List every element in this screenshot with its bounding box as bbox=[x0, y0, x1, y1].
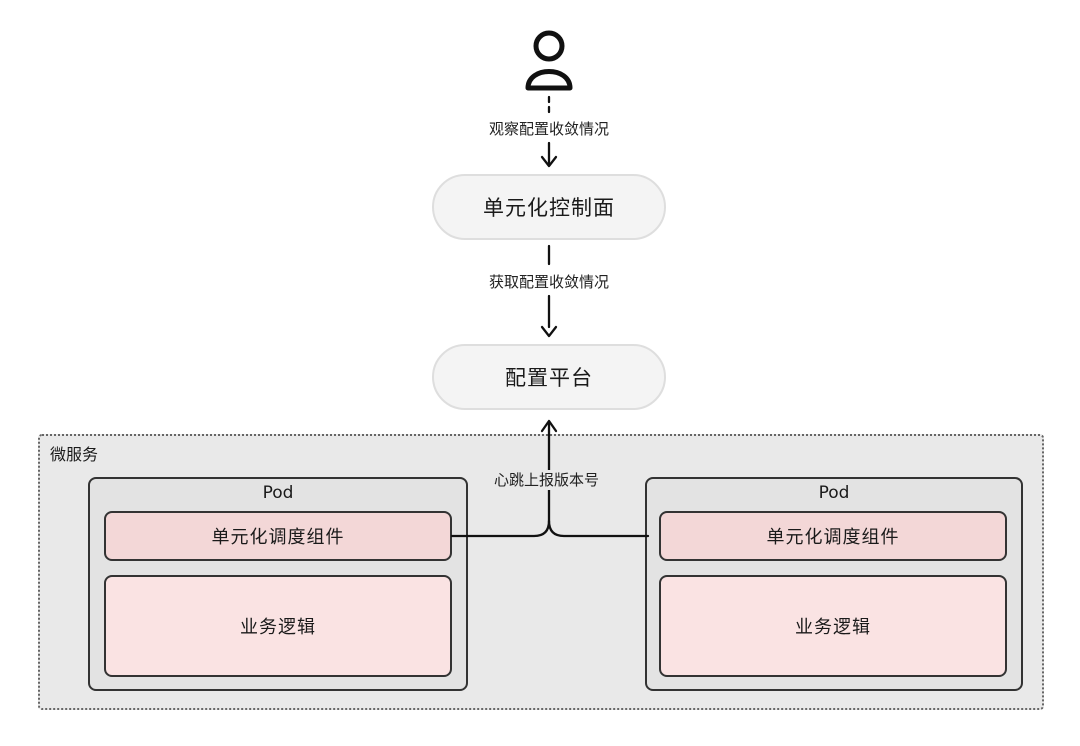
pod-left-business-label: 业务逻辑 bbox=[240, 617, 316, 638]
edge-observe-label: 观察配置收敛情况 bbox=[488, 120, 609, 138]
pod-right-scheduler-label: 单元化调度组件 bbox=[766, 527, 900, 548]
pod-left-scheduler-box: 单元化调度组件 bbox=[104, 511, 452, 561]
edge-heartbeat-arrowhead bbox=[540, 419, 558, 433]
edge-heartbeat-label: 心跳上报版本号 bbox=[489, 470, 605, 490]
person-icon bbox=[525, 30, 573, 91]
microservices-label: 微服务 bbox=[50, 445, 99, 464]
edge-fetch-arrowhead bbox=[540, 325, 558, 338]
pod-right-scheduler-box: 单元化调度组件 bbox=[659, 511, 1007, 561]
pod-right-business-box: 业务逻辑 bbox=[659, 575, 1007, 677]
pod-right-title: Pod bbox=[818, 483, 850, 503]
edge-observe-arrowhead bbox=[540, 155, 558, 168]
node-control-plane: 单元化控制面 bbox=[432, 174, 666, 240]
pod-right-business-label: 业务逻辑 bbox=[795, 617, 871, 638]
node-config-platform-label: 配置平台 bbox=[505, 366, 593, 390]
edge-fetch-label: 获取配置收敛情况 bbox=[488, 273, 609, 291]
node-control-plane-label: 单元化控制面 bbox=[483, 196, 615, 220]
pod-left-title: Pod bbox=[262, 483, 294, 503]
pod-left-scheduler-label: 单元化调度组件 bbox=[211, 527, 345, 548]
pod-left-business-box: 业务逻辑 bbox=[104, 575, 452, 677]
node-config-platform: 配置平台 bbox=[432, 344, 666, 410]
